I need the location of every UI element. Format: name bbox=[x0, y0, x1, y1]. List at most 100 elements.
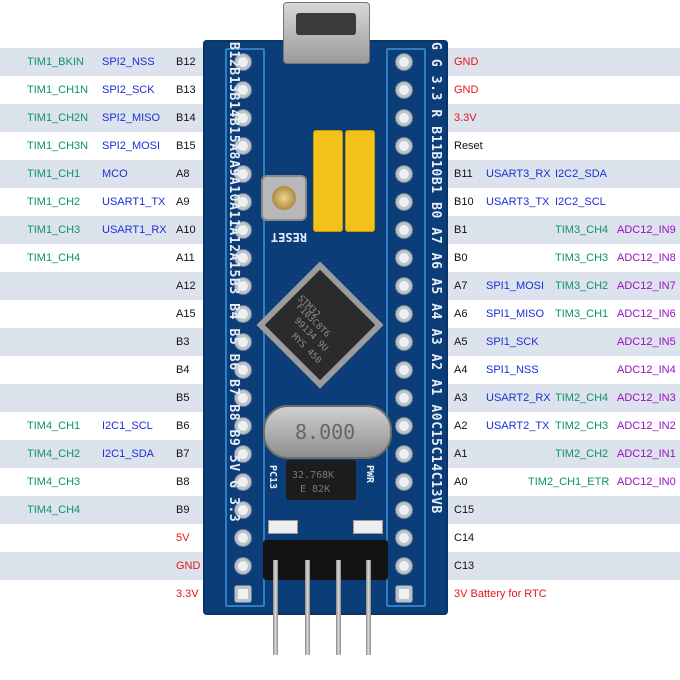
right-adc-function: ADC12_IN5 bbox=[617, 336, 676, 348]
right-header-hole bbox=[396, 334, 412, 350]
right-header-hole bbox=[396, 446, 412, 462]
right-pin-name: GND bbox=[454, 84, 479, 96]
left-timer-function: TIM1_CH3N bbox=[27, 140, 89, 152]
right-header-hole bbox=[396, 418, 412, 434]
right-timer-function: TIM3_CH4 bbox=[555, 224, 609, 236]
reset-label: RESET bbox=[270, 230, 307, 244]
left-pin-name: B3 bbox=[176, 336, 190, 348]
right-pin-name: A2 bbox=[454, 420, 468, 432]
right-timer-function: TIM2_CH4 bbox=[555, 392, 609, 404]
left-header-hole bbox=[235, 138, 251, 154]
left-comm-function: USART1_RX bbox=[102, 224, 167, 236]
left-comm-function: SPI2_SCK bbox=[102, 84, 155, 96]
left-header-hole bbox=[235, 306, 251, 322]
8mhz-crystal: 8.000 bbox=[263, 405, 392, 459]
left-timer-function: TIM1_CH3 bbox=[27, 224, 81, 236]
right-header-hole bbox=[396, 222, 412, 238]
micro-usb-connector bbox=[283, 2, 370, 64]
left-pin-name: B15 bbox=[176, 140, 196, 152]
right-header-hole bbox=[396, 558, 412, 574]
right-header-hole bbox=[396, 278, 412, 294]
left-timer-function: TIM4_CH2 bbox=[27, 448, 81, 460]
right-timer-function: TIM2_CH2 bbox=[555, 448, 609, 460]
right-pin-name: 3.3V bbox=[454, 112, 477, 124]
left-pin-name: A12 bbox=[176, 280, 196, 292]
swd-pin-dio bbox=[305, 560, 310, 655]
left-pin-name: A15 bbox=[176, 308, 196, 320]
right-header-strip bbox=[386, 48, 426, 607]
boot1-jumper bbox=[345, 130, 375, 232]
right-pin-name: A6 bbox=[454, 308, 468, 320]
led-label-pc13: PC13 bbox=[267, 465, 278, 490]
left-pin-name: A8 bbox=[176, 168, 190, 180]
right-comm2-function: I2C2_SDA bbox=[555, 168, 607, 180]
right-header-hole bbox=[396, 390, 412, 406]
left-timer-function: TIM4_CH3 bbox=[27, 476, 81, 488]
right-pin-name: B11 bbox=[454, 168, 473, 180]
right-pin-name: B0 bbox=[454, 252, 468, 264]
right-header-hole bbox=[396, 110, 412, 126]
left-header-hole bbox=[235, 390, 251, 406]
left-comm-function: USART1_TX bbox=[102, 196, 166, 208]
right-comm-function: USART3_TX bbox=[486, 196, 550, 208]
left-header-hole bbox=[235, 502, 251, 518]
left-header-hole bbox=[235, 82, 251, 98]
left-pin-name: B7 bbox=[176, 448, 190, 460]
left-pin-name: 5V bbox=[176, 532, 190, 544]
left-header-hole bbox=[235, 474, 251, 490]
swd-pin-3v3 bbox=[273, 560, 278, 655]
left-pin-name: B5 bbox=[176, 392, 190, 404]
left-timer-function: TIM1_CH2 bbox=[27, 196, 81, 208]
left-pin-name: B14 bbox=[176, 112, 196, 124]
left-comm-function: SPI2_NSS bbox=[102, 56, 155, 68]
right-adc-function: ADC12_IN4 bbox=[617, 364, 676, 376]
left-pin-name: A11 bbox=[176, 252, 195, 264]
blue-pill-board: B12B13B14B15A8A9A10A11A12A15B3 B4 B5 B6 … bbox=[203, 2, 448, 655]
right-header-hole bbox=[396, 250, 412, 266]
right-pin-name: C15 bbox=[454, 504, 475, 516]
left-comm-function: SPI2_MOSI bbox=[102, 140, 161, 152]
left-pin-name: B9 bbox=[176, 504, 190, 516]
left-silkscreen: B12B13B14B15A8A9A10A11A12A15B3 B4 B5 B6 … bbox=[226, 42, 241, 523]
left-timer-function: TIM1_BKIN bbox=[27, 56, 84, 68]
right-adc-function: ADC12_IN0 bbox=[617, 476, 676, 488]
left-timer-function: TIM1_CH2N bbox=[27, 112, 89, 124]
left-comm-function: MCO bbox=[102, 168, 128, 180]
right-timer-function: TIM2_CH1_ETR bbox=[528, 476, 610, 488]
right-header-hole bbox=[396, 194, 412, 210]
left-header-hole bbox=[235, 110, 251, 126]
right-header-hole bbox=[396, 362, 412, 378]
right-pin-name: A7 bbox=[454, 280, 468, 292]
right-comm-function: USART2_TX bbox=[486, 420, 550, 432]
right-timer-function: TIM2_CH3 bbox=[555, 420, 609, 432]
right-adc-function: ADC12_IN1 bbox=[617, 448, 676, 460]
power-led bbox=[353, 520, 383, 534]
right-comm-function: SPI1_MISO bbox=[486, 308, 545, 320]
left-pin-name: B13 bbox=[176, 84, 196, 96]
right-pin-name: A5 bbox=[454, 336, 468, 348]
left-header-hole bbox=[235, 250, 251, 266]
rtc-crystal-label: 32.768K bbox=[292, 470, 335, 481]
right-comm-function: USART3_RX bbox=[486, 168, 551, 180]
left-comm-function: SPI2_MISO bbox=[102, 112, 161, 124]
right-pin-name: B1 bbox=[454, 224, 468, 236]
led-label-pwr: PWR bbox=[364, 465, 375, 484]
right-adc-function: ADC12_IN8 bbox=[617, 252, 676, 264]
reset-button bbox=[261, 175, 307, 221]
right-comm-function: USART2_RX bbox=[486, 392, 551, 404]
left-pin-name: A10 bbox=[176, 224, 196, 236]
left-pin-name: B8 bbox=[176, 476, 190, 488]
left-header-hole bbox=[235, 54, 251, 70]
left-comm-function: I2C1_SCL bbox=[102, 420, 153, 432]
right-header-hole bbox=[396, 138, 412, 154]
left-header-hole bbox=[235, 418, 251, 434]
right-pin-name: A4 bbox=[454, 364, 468, 376]
right-header-hole bbox=[396, 474, 412, 490]
left-pin-name: B12 bbox=[176, 56, 196, 68]
